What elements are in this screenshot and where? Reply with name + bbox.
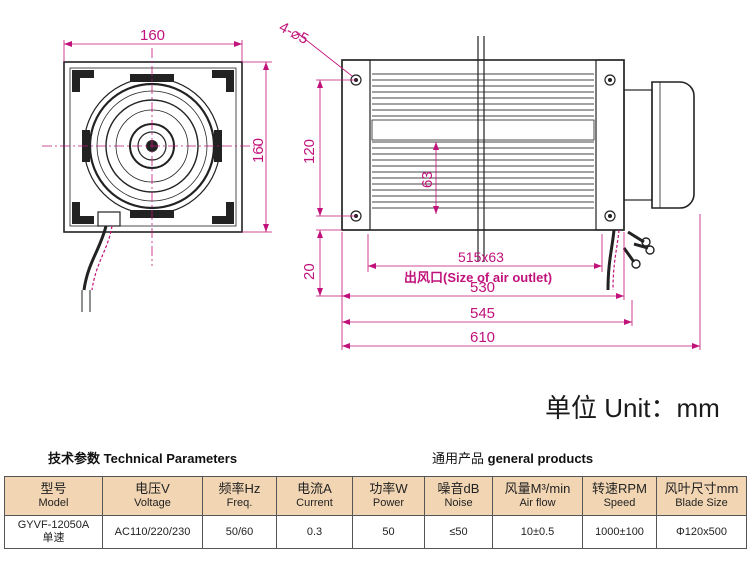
dim-530-label: 530 [470, 279, 495, 296]
technical-drawing: 160 160 [42, 19, 701, 350]
side-view: 4-⌀5 120 63 20 515x63 出风口(Size of air ou… [276, 19, 701, 350]
general-products-en: general products [487, 451, 594, 466]
technical-parameters-en: Technical Parameters [103, 451, 238, 466]
front-width-label: 160 [140, 27, 165, 44]
cell-freq: 50/60 [202, 515, 277, 549]
outlet-caption: 出风口(Size of air outlet) [404, 270, 552, 285]
general-products-cn: 通用产品 [432, 451, 485, 466]
dim-610-label: 610 [470, 329, 495, 346]
cell-airflow: 10±0.5 [492, 515, 583, 549]
front-height-label: 160 [250, 138, 267, 163]
cell-noise: ≤50 [424, 515, 493, 549]
cell-current: 0.3 [276, 515, 353, 549]
dim-63-label: 63 [419, 171, 436, 188]
technical-parameters-title: 技术参数 Technical Parameters [48, 448, 237, 467]
cell-power: 50 [352, 515, 425, 549]
technical-parameters-cn: 技术参数 [48, 451, 101, 466]
outlet-size-label: 515x63 [458, 249, 504, 265]
dim-20-label: 20 [301, 263, 318, 280]
cell-voltage: AC110/220/230 [102, 515, 203, 549]
unit-label: 单位 Unit：mm [545, 393, 720, 423]
hole-dimension-label: 4-⌀5 [276, 19, 311, 48]
front-view: 160 160 [42, 27, 272, 312]
general-products-title: 通用产品 general products [432, 448, 593, 467]
dim-545-label: 545 [470, 305, 495, 322]
cell-blade-size: Φ120x500 [656, 515, 747, 549]
cell-speed: 1000±100 [582, 515, 657, 549]
dim-120-label: 120 [301, 139, 318, 164]
